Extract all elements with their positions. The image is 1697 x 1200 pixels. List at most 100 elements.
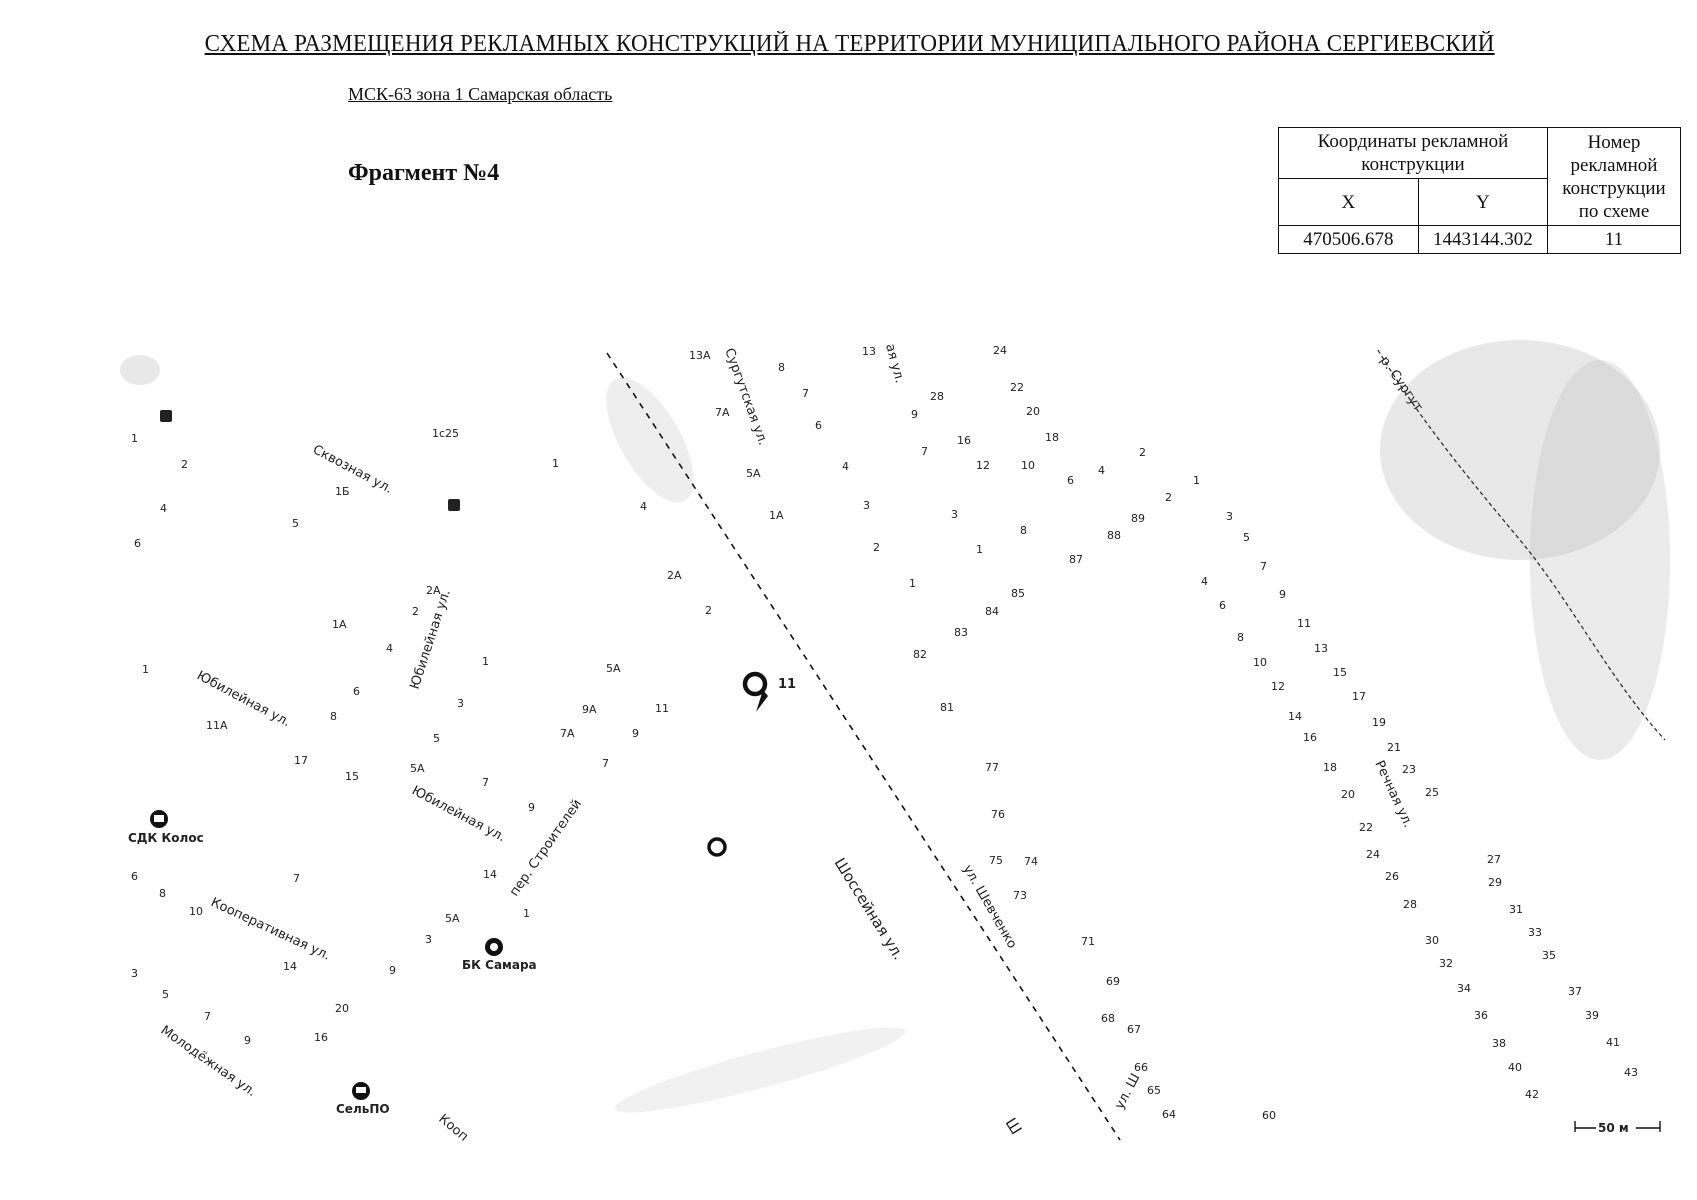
house-number: 1 — [909, 577, 916, 590]
small-markers — [160, 410, 460, 511]
ad-structure-number: 11 — [778, 677, 796, 692]
house-number: 8 — [1237, 631, 1244, 644]
house-number: 9 — [244, 1034, 251, 1047]
header-number: Номер рекламной конструкции по схеме — [1547, 127, 1681, 226]
street-yubileynaya-2: Юбилейная ул. — [409, 783, 508, 845]
vegetation-areas — [120, 340, 1670, 1113]
house-number: 11 — [1297, 617, 1311, 630]
header-coords: Координаты рекламной конструкции — [1278, 127, 1548, 179]
poi-bk-label: БК Самара — [462, 958, 537, 972]
house-number: 11 — [655, 702, 669, 715]
house-number: 28 — [930, 390, 944, 403]
fragment-label: Фрагмент №4 — [348, 160, 500, 186]
page-title: СХЕМА РАЗМЕЩЕНИЯ РЕКЛАМНЫХ КОНСТРУКЦИЙ Н… — [204, 31, 1495, 57]
house-number: 40 — [1508, 1061, 1522, 1074]
building-icon — [160, 410, 172, 422]
house-number: 39 — [1585, 1009, 1599, 1022]
street-surgutskaya: Сургутская ул. — [721, 346, 770, 447]
house-number: 8 — [330, 710, 337, 723]
house-number: 77 — [985, 761, 999, 774]
house-number: 89 — [1131, 512, 1145, 525]
map-pin-icon — [742, 671, 768, 697]
house-number: 22 — [1010, 381, 1024, 394]
house-number: 2А — [426, 584, 441, 597]
house-number: 31 — [1509, 903, 1523, 916]
house-number: 9 — [389, 964, 396, 977]
house-number: 60 — [1262, 1109, 1276, 1122]
house-number: 81 — [940, 701, 954, 714]
house-number: 8 — [1020, 524, 1027, 537]
coordinate-system-label: МСК-63 зона 1 Самарская область — [348, 84, 613, 104]
house-number: 19 — [1372, 716, 1386, 729]
house-numbers: 1 2 4 6 5 1Б 1с25 1 4 2А 2 1А 4 1 1 6 3 … — [131, 344, 1638, 1122]
house-number: 14 — [483, 868, 497, 881]
house-number: 85 — [1011, 587, 1025, 600]
house-number: 15 — [1333, 666, 1347, 679]
coordinates-table: Координаты рекламной конструкции Номер р… — [1278, 127, 1681, 254]
house-number: 7А — [715, 406, 730, 419]
street-sh2-partial: ул. Ш — [1112, 1071, 1143, 1112]
house-number: 10 — [189, 905, 203, 918]
house-number: 37 — [1568, 985, 1582, 998]
house-number: 2 — [1165, 491, 1172, 504]
table-row: 470506.678 1443144.302 11 — [1278, 225, 1681, 254]
house-number: 6 — [815, 419, 822, 432]
river-line — [1377, 349, 1666, 741]
street-koop-partial: Кооп — [435, 1112, 470, 1145]
house-number: 1 — [976, 543, 983, 556]
house-number: 23 — [1402, 763, 1416, 776]
scale-bar: 50 м — [1574, 1118, 1661, 1135]
house-number: 13 — [1314, 642, 1328, 655]
street-sh-partial: Ш — [1002, 1115, 1026, 1138]
street-skvoznaya: Сквозная ул. — [310, 442, 395, 497]
house-number: 21 — [1387, 741, 1401, 754]
house-number: 76 — [991, 808, 1005, 821]
house-number: 14 — [1288, 710, 1302, 723]
house-number: 1 — [552, 457, 559, 470]
house-number: 9 — [632, 727, 639, 740]
house-number: 6 — [353, 685, 360, 698]
house-number: 5А — [410, 762, 425, 775]
house-number: 27 — [1487, 853, 1501, 866]
header-x: X — [1278, 178, 1419, 226]
house-number: 68 — [1101, 1012, 1115, 1025]
house-number: 25 — [1425, 786, 1439, 799]
poi-sdk: СДК Колос — [128, 810, 204, 845]
house-number: 42 — [1525, 1088, 1539, 1101]
house-number: 1А — [769, 509, 784, 522]
house-number: 6 — [131, 870, 138, 883]
house-number: 26 — [1385, 870, 1399, 883]
house-number: 71 — [1081, 935, 1095, 948]
house-number: 28 — [1403, 898, 1417, 911]
house-number: 5А — [746, 467, 761, 480]
cell-num: 11 — [1547, 225, 1681, 254]
house-number: 29 — [1488, 876, 1502, 889]
house-number: 2 — [181, 458, 188, 471]
house-number: 3 — [457, 697, 464, 710]
house-number: 16 — [314, 1031, 328, 1044]
house-number: 5 — [1243, 531, 1250, 544]
house-number: 3 — [951, 508, 958, 521]
house-number: 14 — [283, 960, 297, 973]
poi-selpo: СельПО — [336, 1082, 390, 1116]
house-number: 6 — [1067, 474, 1074, 487]
house-number: 87 — [1069, 553, 1083, 566]
house-number: 2А — [667, 569, 682, 582]
house-number: 84 — [985, 605, 999, 618]
house-number: 67 — [1127, 1023, 1141, 1036]
house-number: 1 — [482, 655, 489, 668]
house-number: 74 — [1024, 855, 1038, 868]
house-number: 3 — [131, 967, 138, 980]
house-number: 7 — [482, 776, 489, 789]
house-number: 7 — [1260, 560, 1267, 573]
house-number: 7 — [602, 757, 609, 770]
house-number: 16 — [957, 434, 971, 447]
house-number: 4 — [386, 642, 393, 655]
house-number: 33 — [1528, 926, 1542, 939]
house-number: 35 — [1542, 949, 1556, 962]
street-stroiteley: пер. Строителей — [507, 797, 585, 900]
house-number: 13 — [862, 345, 876, 358]
house-number: 17 — [294, 754, 308, 767]
house-number: 10 — [1021, 459, 1035, 472]
house-number: 1Б — [335, 485, 350, 498]
